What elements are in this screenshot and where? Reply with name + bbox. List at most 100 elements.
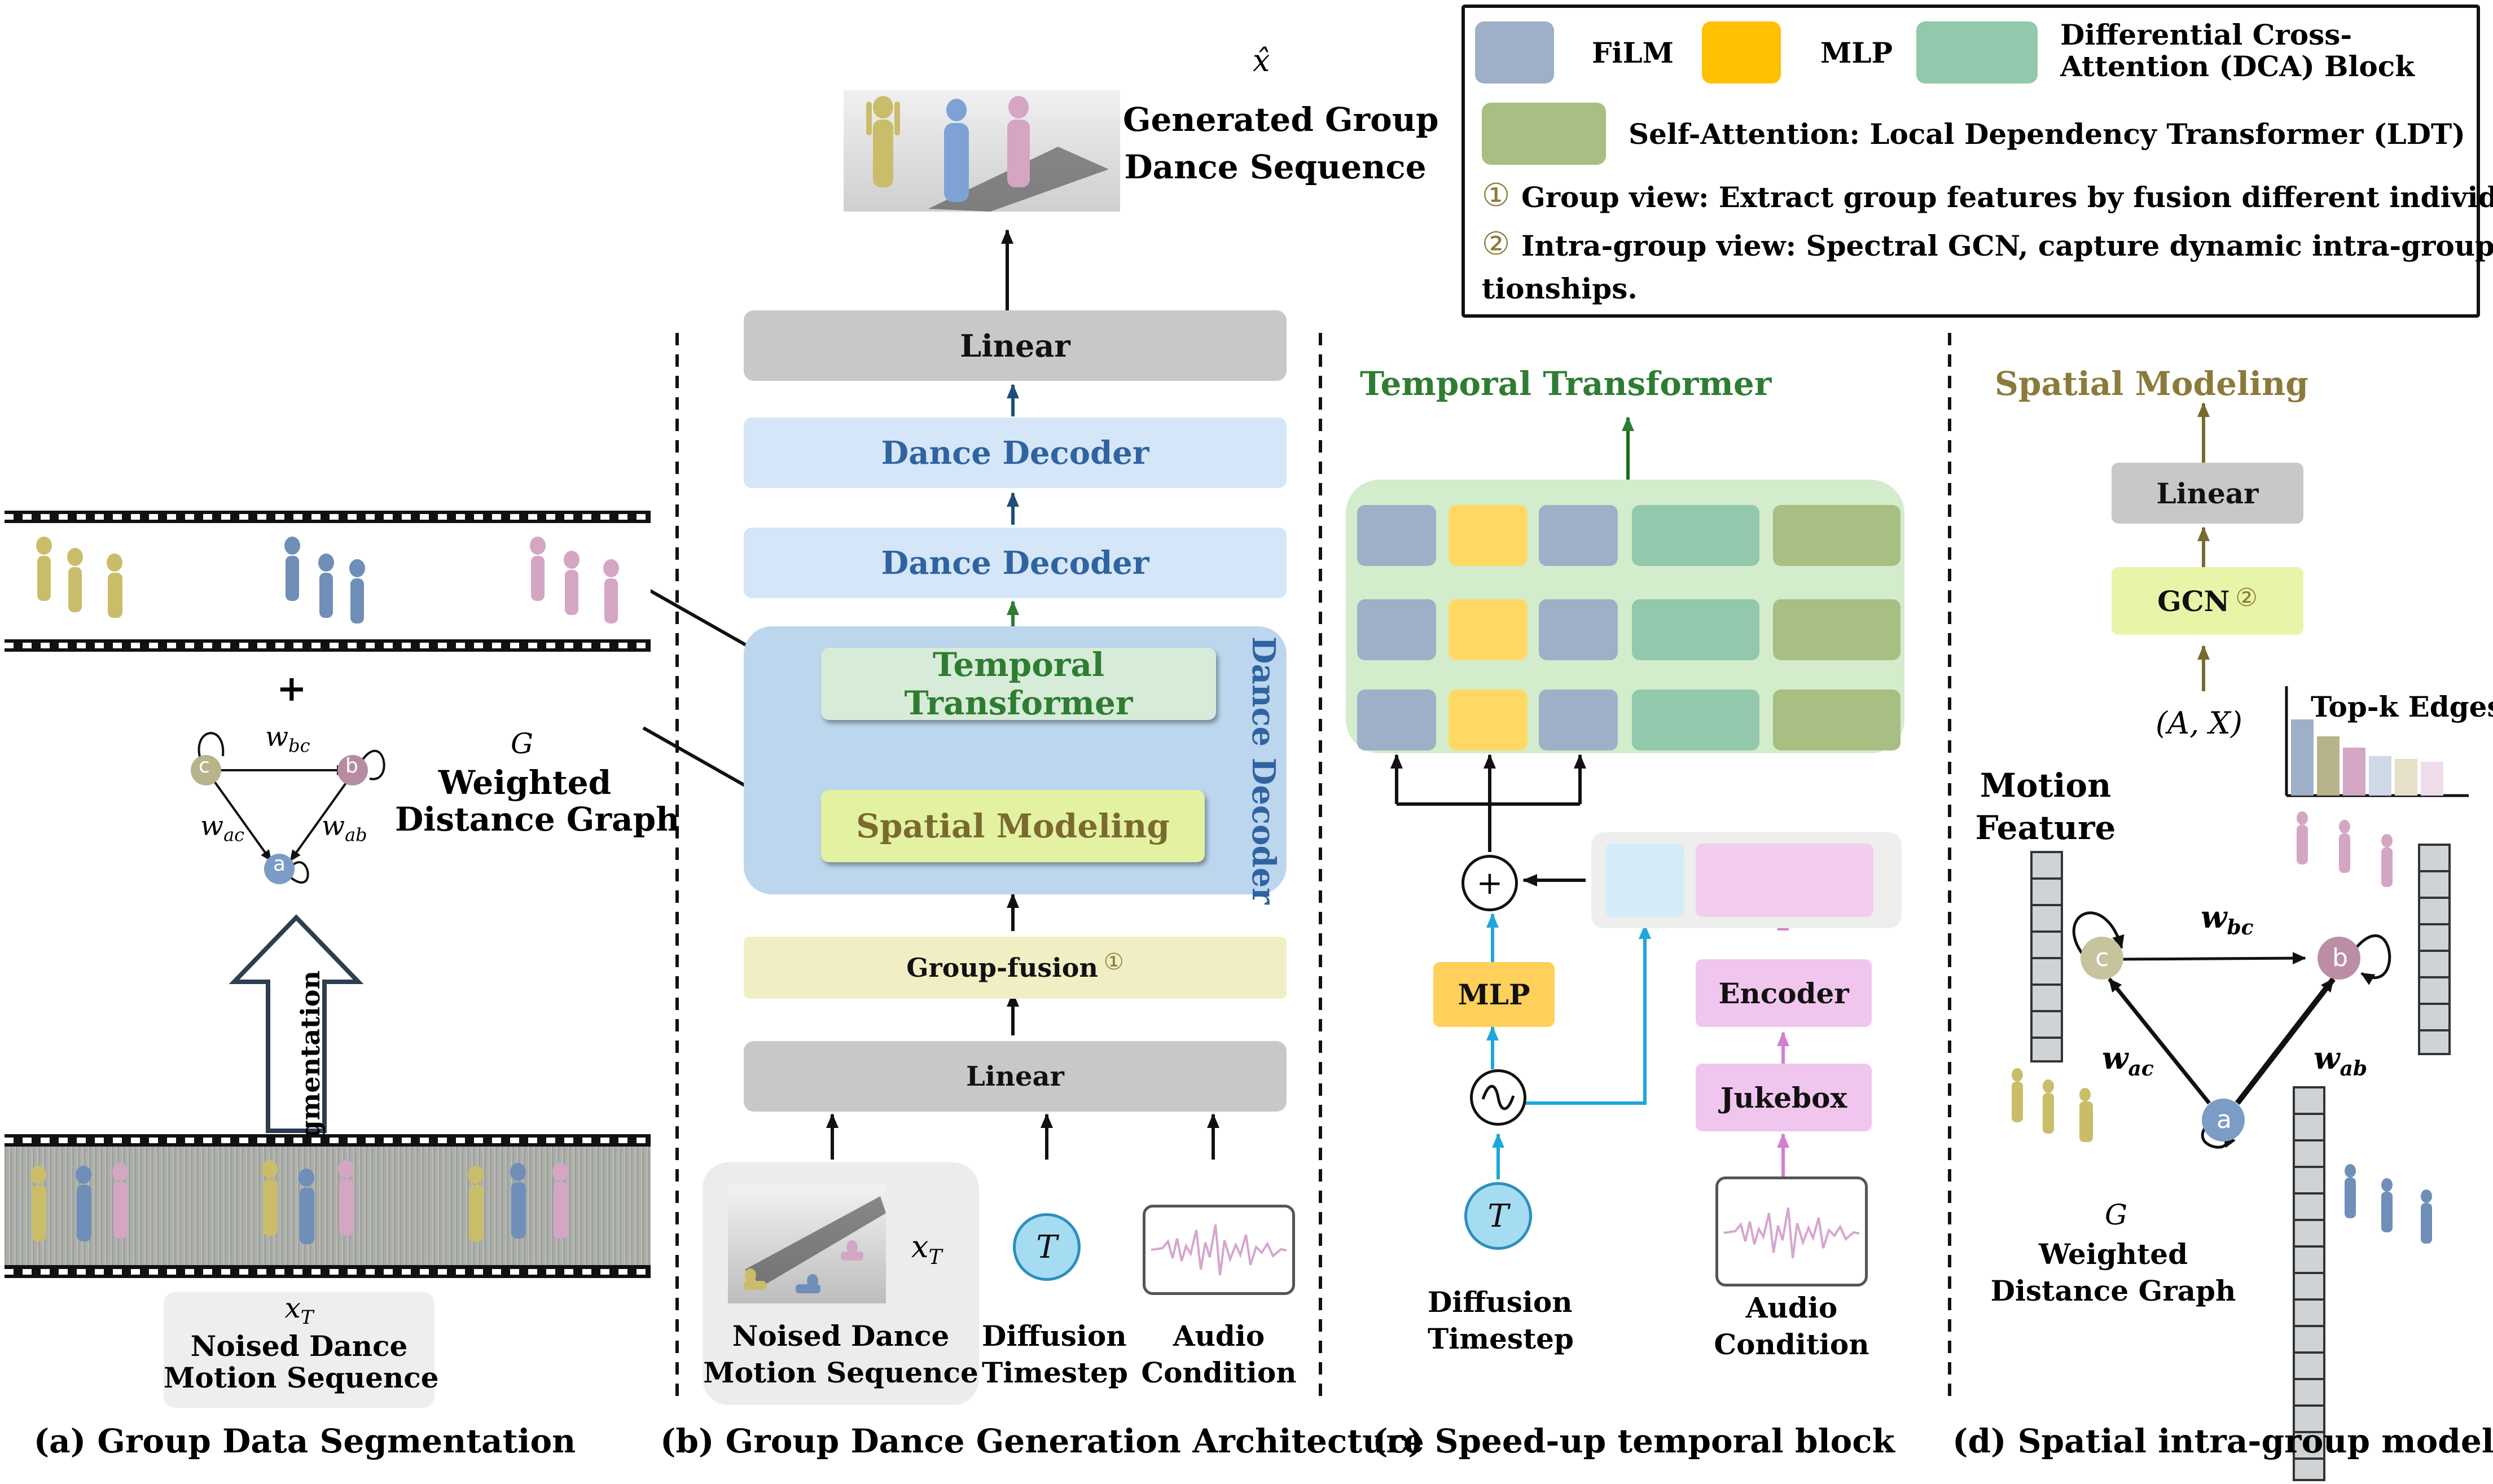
graph-node-c — [191, 755, 221, 785]
weight-symbol: w — [200, 810, 224, 842]
legend-ldt-label: Self-Attention: Local Dependency Transfo… — [1629, 117, 2465, 151]
dancers-yellow — [2012, 1068, 2093, 1142]
temporal-transformer-box: Temporal Transformer — [821, 646, 1216, 722]
film-sprocket-row — [5, 1269, 651, 1275]
dancers-pink — [2297, 811, 2393, 887]
gcn-box: GCN ② — [2112, 567, 2303, 635]
caption-a: (a) Group Data Segmentation — [33, 1422, 576, 1460]
film-block — [1357, 599, 1436, 660]
noised-dancers — [30, 1160, 568, 1244]
weight-subscript: ac — [223, 824, 245, 846]
feature-column-a — [2293, 1086, 2325, 1481]
legend-mlp-label: MLP — [1820, 36, 1893, 69]
linear-top-box: Linear — [744, 310, 1287, 381]
generated-dancers — [866, 96, 1109, 212]
caption-c: (c) Speed-up temporal block — [1372, 1422, 1895, 1460]
motion-feature-label: Motion Feature — [1975, 765, 2116, 850]
audio-c-line1: Audio — [1745, 1291, 1838, 1324]
audio-waveform-b — [1143, 1205, 1295, 1295]
legend-note2-marker: ② — [1482, 226, 1511, 262]
mlp-box-c: MLP — [1433, 962, 1555, 1027]
film-sprocket-row — [5, 514, 651, 520]
feature-column-b — [2418, 844, 2451, 1055]
node-a-label: a — [273, 853, 286, 876]
weight-symbol: w — [2102, 1040, 2128, 1076]
node-c-label-d: c — [2095, 943, 2109, 972]
xt-symbol-b: xT — [911, 1230, 942, 1269]
graph-symbol-g: G — [511, 727, 533, 760]
timestep-embedding-block — [1605, 844, 1684, 917]
legend-note2-line1: Intra-group view: Spectral GCN, capture … — [1521, 229, 2493, 262]
node-c-label: c — [199, 754, 210, 778]
weight-bc: wbc — [265, 722, 310, 756]
weight-ac-d: wac — [2102, 1041, 2154, 1080]
weight-subscript: bc — [2227, 915, 2254, 939]
noised-input-line1: Noised Dance — [732, 1319, 950, 1353]
spatial-modeling-box: Spatial Modeling — [821, 790, 1205, 862]
weight-ab: wab — [322, 811, 367, 845]
timestep-c-line1: Diffusion — [1428, 1285, 1573, 1319]
group-fusion-label: Group-fusion — [906, 952, 1098, 983]
linear-box-d: Linear — [2112, 463, 2303, 524]
timestep-c-line2: Timestep — [1428, 1322, 1574, 1355]
graph-label-line1: Weighted — [438, 763, 612, 802]
xt-base: x — [911, 1229, 929, 1265]
xt-sub: T — [928, 1245, 942, 1269]
noised-input-line2: Motion Sequence — [703, 1356, 978, 1389]
weighted-graph-a — [191, 732, 385, 884]
jukebox-box: Jukebox — [1696, 1064, 1872, 1131]
weight-subscript: ab — [345, 824, 367, 846]
plus-sign: + — [276, 668, 307, 710]
xt-symbol-a: xT — [164, 1292, 434, 1328]
input-label-box-a — [164, 1292, 434, 1408]
weight-symbol: w — [2201, 899, 2227, 935]
node-b-label: b — [345, 754, 358, 778]
gcn-label: GCN — [2157, 584, 2230, 618]
spatial-title-d: Spatial Modeling — [1995, 365, 2308, 403]
weight-symbol: w — [322, 810, 345, 842]
weight-subscript: ab — [2340, 1056, 2368, 1081]
audio-line1: Audio — [1173, 1319, 1265, 1353]
legend-dca-swatch — [1916, 21, 2038, 84]
film-block — [1539, 690, 1618, 750]
feature-column-c — [2030, 851, 2063, 1062]
input-label-line2: Motion Sequence — [164, 1361, 439, 1394]
weight-subscript: bc — [288, 735, 310, 757]
timestep-line1: Diffusion — [982, 1319, 1127, 1353]
graph-node-b-d — [2318, 937, 2360, 980]
dance-decoder-box-1: Dance Decoder — [744, 418, 1287, 488]
sinusoid-node — [1470, 1069, 1526, 1126]
linear-bottom-box: Linear — [744, 1041, 1287, 1112]
encoder-box: Encoder — [1696, 959, 1872, 1027]
weight-symbol: w — [2314, 1040, 2340, 1076]
audio-embedding-block — [1696, 844, 1873, 917]
mlp-block — [1449, 505, 1528, 566]
graph-label-d-line2: Distance Graph — [1990, 1274, 2236, 1307]
noised-input-image — [728, 1185, 886, 1303]
graph-label-a: Weighted Distance Graph — [395, 763, 679, 838]
film-sprocket-row — [5, 1138, 651, 1143]
weighted-graph-d — [2072, 911, 2391, 1149]
weight-ac: wac — [200, 811, 244, 845]
gcn-marker: ② — [2235, 583, 2258, 612]
mlp-block — [1449, 599, 1528, 660]
noise-frame — [5, 1147, 651, 1265]
dancers-group-figures — [36, 537, 619, 624]
legend-dca-label: Differential Cross-Attention (DCA) Block — [2060, 18, 2415, 83]
waveform-icon — [1723, 1207, 1860, 1259]
xhat-symbol: x̂ — [1253, 43, 1270, 78]
generated-label: Generated Group Dance Sequence — [1123, 96, 1439, 191]
group-fusion-box: Group-fusion ① — [744, 937, 1287, 999]
xt-base: x — [284, 1292, 301, 1324]
motion-feature-line2: Feature — [1975, 809, 2116, 848]
ldt-block — [1773, 505, 1901, 566]
timestep-label-b: Diffusion Timestep — [982, 1318, 1128, 1391]
noised-dancers-b — [744, 1196, 886, 1293]
timestep-circle-b: T — [1013, 1213, 1081, 1281]
temporal-title-c: Temporal Transformer — [1360, 365, 1772, 403]
input-label-a: Noised Dance Motion Sequence — [164, 1329, 439, 1394]
input-label-line1: Noised Dance — [190, 1329, 408, 1363]
caption-b: (b) Group Dance Generation Architecture — [660, 1422, 1424, 1460]
mlp-block — [1449, 690, 1528, 750]
graph-node-c-d — [2081, 937, 2123, 980]
